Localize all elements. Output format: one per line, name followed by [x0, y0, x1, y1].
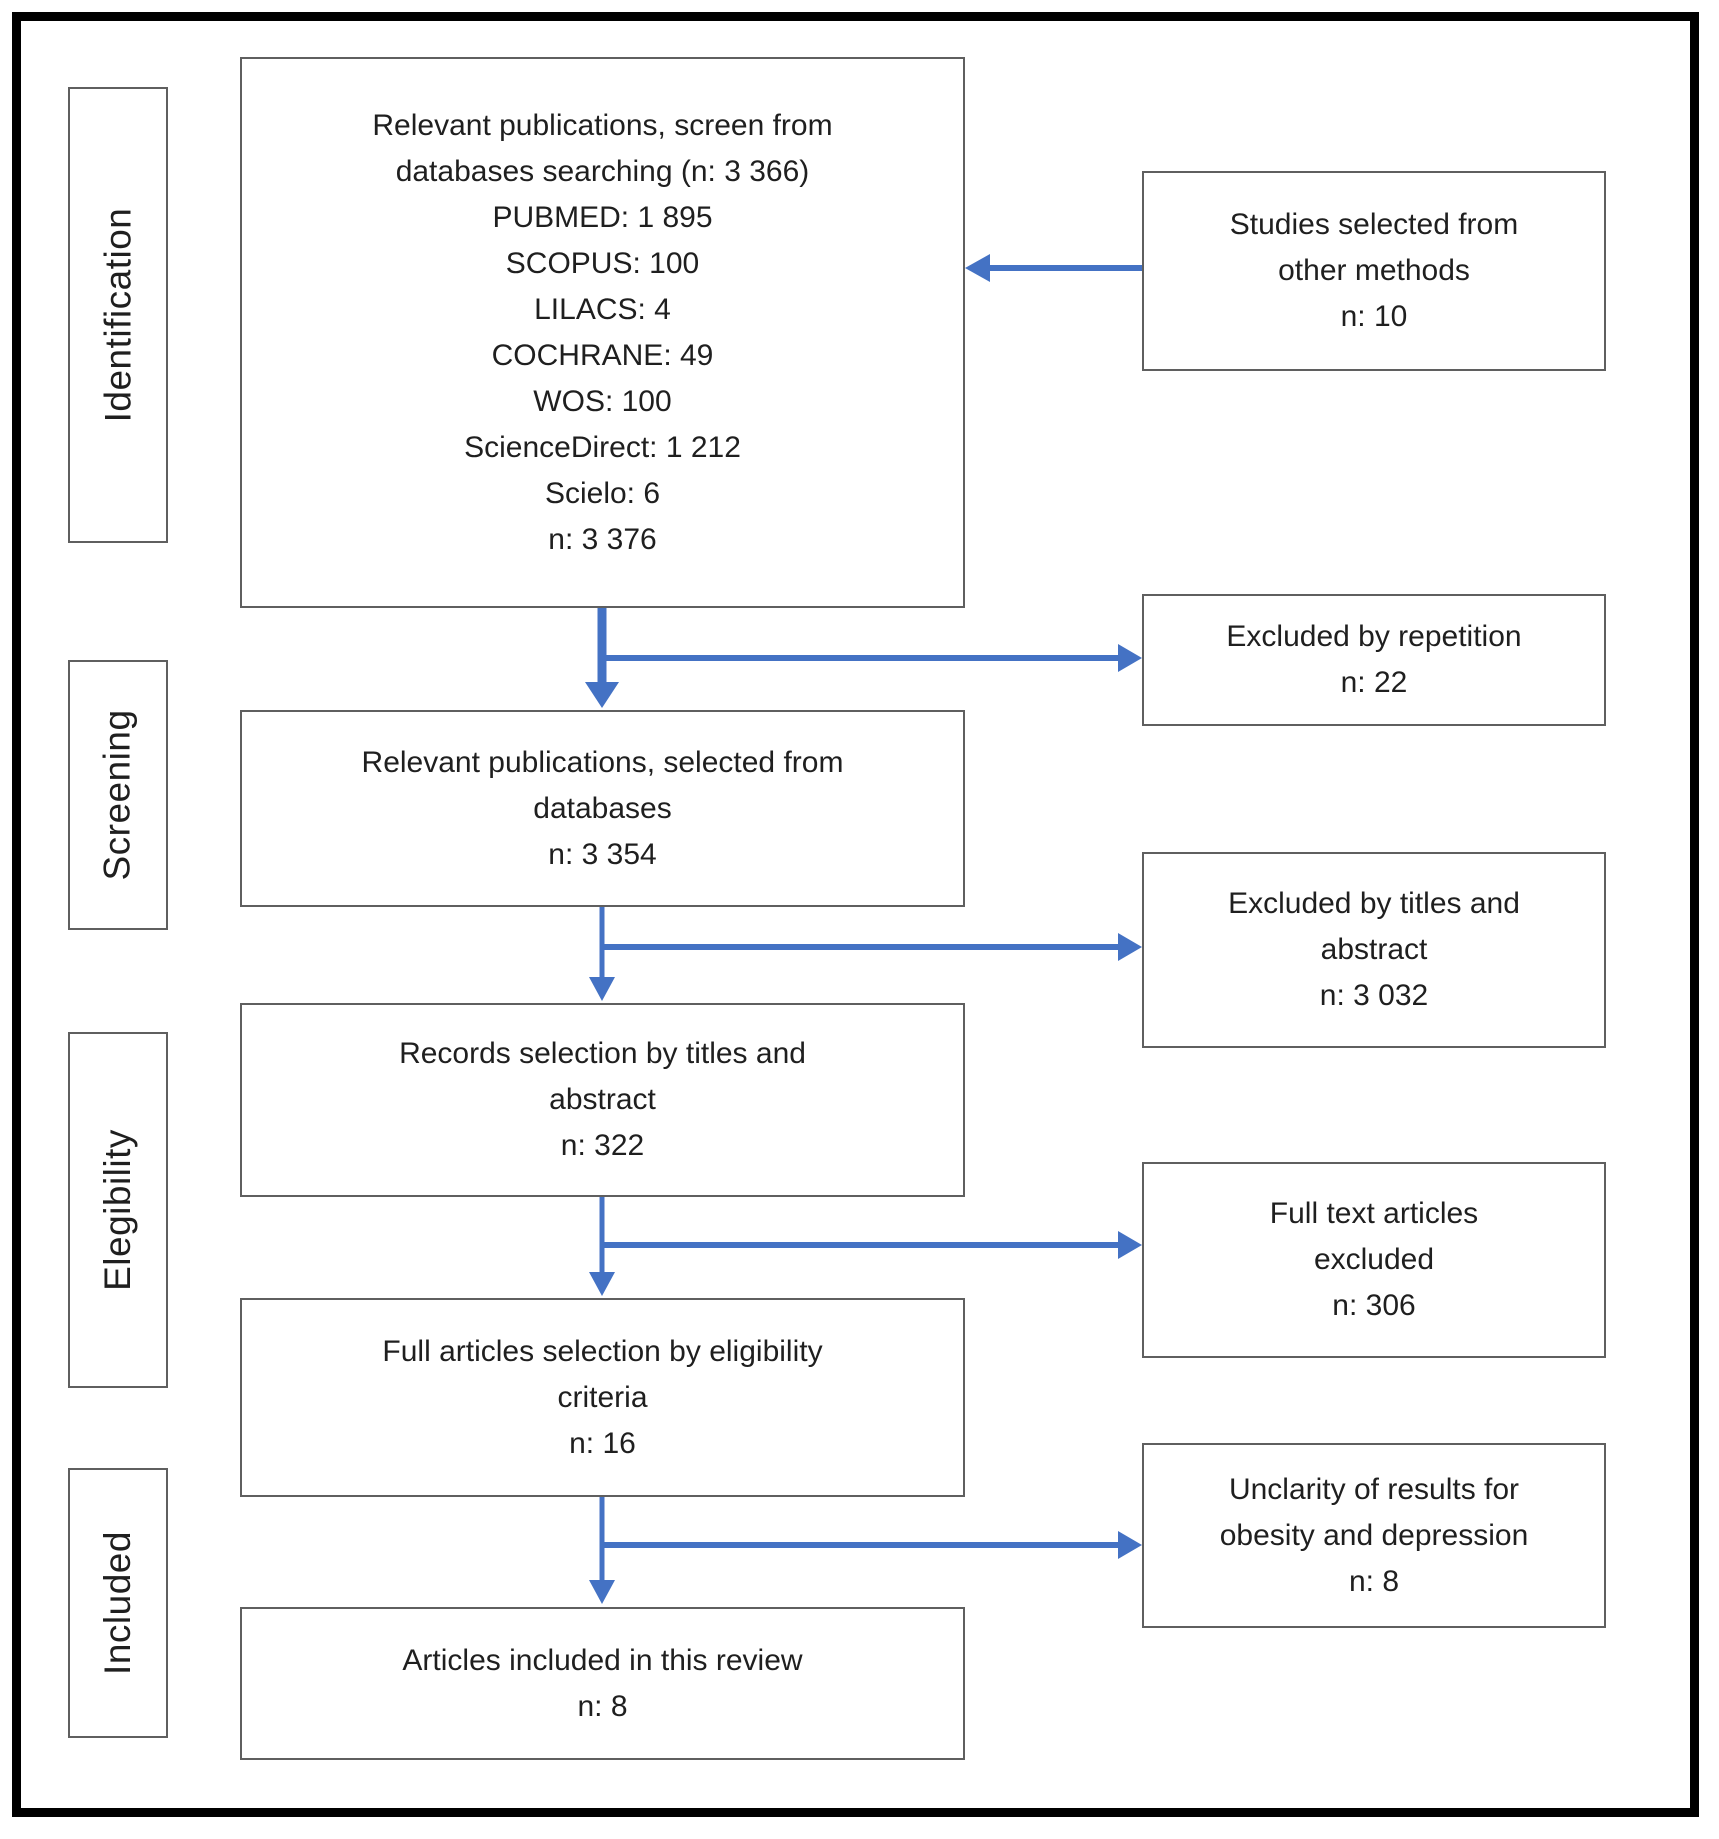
box-line: abstract — [1320, 933, 1428, 966]
box-line: Articles included in this review — [402, 1643, 803, 1677]
box-line: n: 3 376 — [548, 522, 657, 556]
box-line: abstract — [549, 1083, 656, 1116]
box-line: Unclarity of results for — [1228, 1472, 1520, 1506]
box-full-articles-selection: Full articles selection by eligibility c… — [240, 1298, 965, 1497]
box-line: ScienceDirect: 1 212 — [464, 430, 741, 464]
box-line: Relevant publications, selected from — [361, 745, 844, 779]
box-records-selection: Records selection by titles and abstract… — [240, 1003, 965, 1197]
box-line: n: 322 — [560, 1129, 645, 1162]
box-articles-included: Articles included in this review n: 8 — [240, 1607, 965, 1760]
box-line: WOS: 100 — [533, 384, 672, 418]
stage-label-text: Screening — [97, 709, 139, 881]
box-other-methods: Studies selected from other methods n: 1… — [1142, 171, 1606, 371]
stage-label-screening: Screening — [68, 660, 168, 930]
box-line: n: 8 — [577, 1689, 628, 1723]
box-line: Excluded by titles and — [1228, 887, 1520, 920]
box-line: n: 8 — [1348, 1564, 1400, 1598]
box-excluded-repetition: Excluded by repetition n: 22 — [1142, 594, 1606, 726]
stage-label-text: Identification — [97, 207, 138, 423]
box-line: obesity and depression — [1219, 1518, 1529, 1552]
outer-border-frame — [12, 12, 1699, 1817]
box-line: n: 10 — [1340, 300, 1408, 333]
box-line: criteria — [557, 1380, 648, 1414]
box-line: databases searching (n: 3 366) — [395, 154, 810, 188]
box-line: COCHRANE: 49 — [491, 338, 714, 372]
box-full-text-excluded: Full text articles excluded n: 306 — [1142, 1162, 1606, 1358]
box-line: n: 3 354 — [548, 837, 657, 871]
box-line: n: 16 — [569, 1426, 636, 1460]
stage-label-identification: Identification — [68, 87, 168, 543]
box-unclarity-results: Unclarity of results for obesity and dep… — [1142, 1443, 1606, 1628]
box-line: n: 22 — [1340, 666, 1408, 699]
stage-label-included: Included — [68, 1468, 168, 1738]
stage-label-text: Elegibility — [97, 1129, 139, 1291]
box-line: Scielo: 6 — [544, 476, 661, 510]
box-line: Relevant publications, screen from — [372, 108, 833, 142]
box-line: Full text articles — [1269, 1197, 1479, 1230]
box-line: n: 306 — [1332, 1289, 1416, 1322]
stage-label-elegibility: Elegibility — [68, 1032, 168, 1388]
stage-label-text: Included — [97, 1531, 139, 1675]
box-line: excluded — [1313, 1243, 1435, 1276]
box-publications-screened: Relevant publications, screen from datab… — [240, 57, 965, 608]
box-publications-selected: Relevant publications, selected from dat… — [240, 710, 965, 907]
box-line: LILACS: 4 — [534, 292, 671, 326]
box-excluded-titles-abstract: Excluded by titles and abstract n: 3 032 — [1142, 852, 1606, 1048]
box-line: Full articles selection by eligibility — [382, 1334, 823, 1368]
box-line: SCOPUS: 100 — [505, 246, 700, 280]
box-line: PUBMED: 1 895 — [492, 200, 713, 234]
box-line: Studies selected from — [1229, 208, 1519, 241]
box-line: Excluded by repetition — [1226, 620, 1522, 653]
box-line: n: 3 032 — [1319, 979, 1429, 1012]
box-line: Records selection by titles and — [399, 1037, 806, 1070]
box-line: databases — [533, 791, 672, 825]
box-line: other methods — [1278, 254, 1470, 287]
